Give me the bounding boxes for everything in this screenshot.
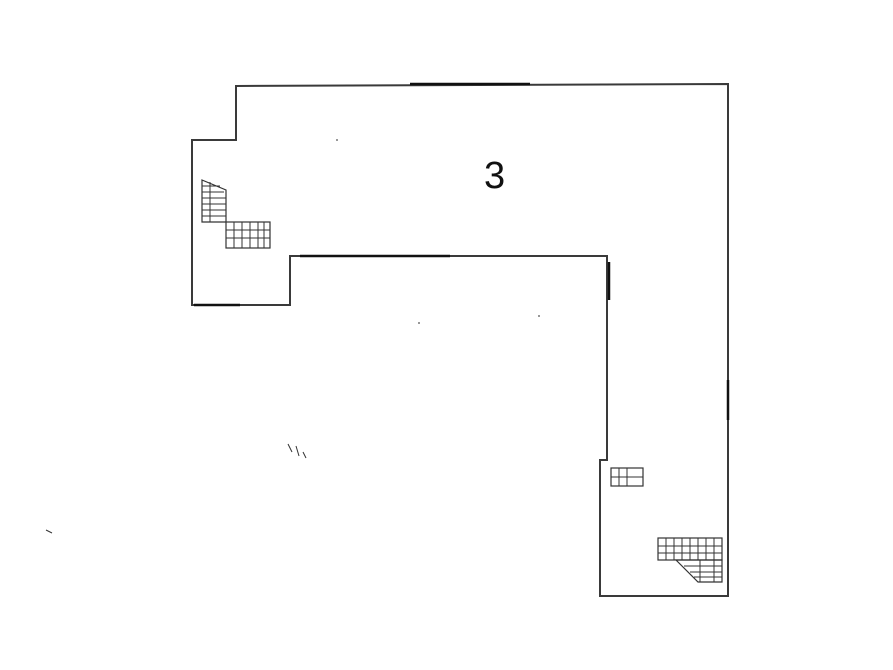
stair-upper-left-landing xyxy=(225,221,271,249)
stair-lower-right xyxy=(657,537,723,583)
speck xyxy=(418,322,420,324)
building-outline xyxy=(191,82,729,597)
stair-lower-right-turn xyxy=(674,559,723,583)
fixture-lower-right xyxy=(610,467,644,487)
speck xyxy=(538,315,540,317)
scribble-mark xyxy=(287,443,307,459)
speck xyxy=(336,139,338,141)
floor-number-label: 3 xyxy=(484,155,505,197)
stair-upper-left xyxy=(201,179,271,249)
speck xyxy=(45,529,53,534)
